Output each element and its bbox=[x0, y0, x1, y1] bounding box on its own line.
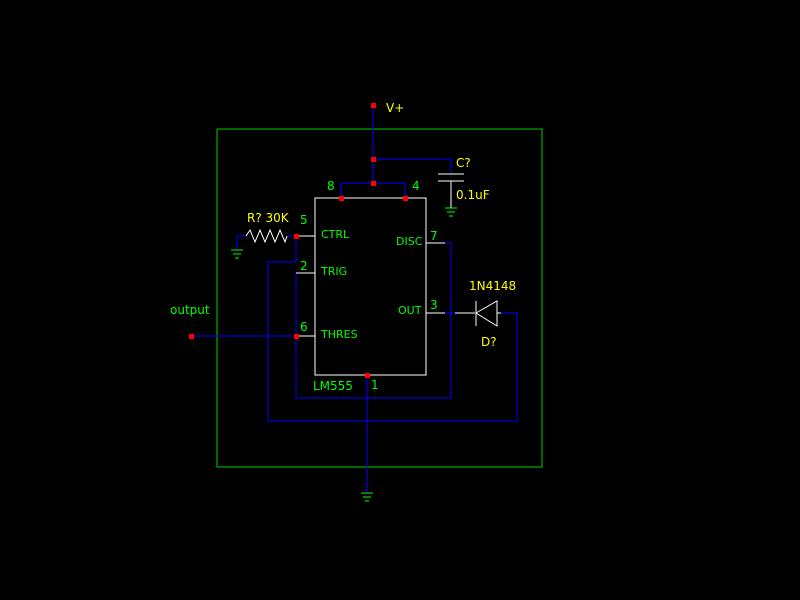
pin-number-2: 2 bbox=[300, 259, 308, 273]
pin-number-8: 8 bbox=[327, 179, 335, 193]
junction-bus bbox=[371, 181, 376, 186]
junction-pin1 bbox=[365, 373, 370, 378]
diode-d bbox=[455, 300, 501, 327]
junction-output-port bbox=[189, 334, 194, 339]
junction-pin8 bbox=[339, 196, 344, 201]
pin-number-4: 4 bbox=[412, 179, 420, 193]
pin-number-1: 1 bbox=[371, 378, 379, 392]
resistor-r bbox=[245, 228, 288, 244]
pin-name-trig: TRIG bbox=[320, 265, 347, 278]
pin-name-thres: THRES bbox=[320, 328, 358, 341]
sheet-border bbox=[216, 128, 543, 468]
ground-icon bbox=[445, 207, 457, 217]
pin-name-ctrl: CTRL bbox=[321, 228, 350, 241]
pin-name-out: OUT bbox=[398, 304, 422, 317]
wire-cap-top bbox=[373, 158, 452, 174]
pin-number-5: 5 bbox=[300, 213, 308, 227]
ic-pin-stubs bbox=[296, 235, 445, 337]
ic-body bbox=[314, 197, 427, 376]
pin-number-6: 6 bbox=[300, 320, 308, 334]
diode-ref-label: D? bbox=[481, 335, 497, 349]
pin-number-3: 3 bbox=[430, 298, 438, 312]
junction-vplus bbox=[371, 103, 376, 108]
ground-icon bbox=[361, 492, 373, 502]
cap-value-label: 0.1uF bbox=[456, 188, 490, 202]
vplus-label: V+ bbox=[386, 101, 404, 115]
pin-name-disc: DISC bbox=[396, 235, 423, 248]
wire-resistor-pin5 bbox=[236, 235, 246, 250]
cap-ref-label: C? bbox=[456, 156, 471, 170]
diode-part-label: 1N4148 bbox=[469, 279, 516, 293]
junction-pin6 bbox=[294, 334, 299, 339]
ground-icon bbox=[231, 249, 243, 259]
pin-number-7: 7 bbox=[430, 229, 438, 243]
junction-pin5 bbox=[294, 234, 299, 239]
junctions bbox=[189, 103, 408, 378]
output-port-label: output bbox=[170, 303, 210, 317]
junction-pin4 bbox=[403, 196, 408, 201]
resistor-label: R? 30K bbox=[247, 211, 290, 225]
capacitor-c bbox=[438, 173, 464, 208]
ic-name-label: LM555 bbox=[313, 379, 353, 393]
junction-cap bbox=[371, 157, 376, 162]
wire-thres-bus bbox=[267, 236, 518, 422]
